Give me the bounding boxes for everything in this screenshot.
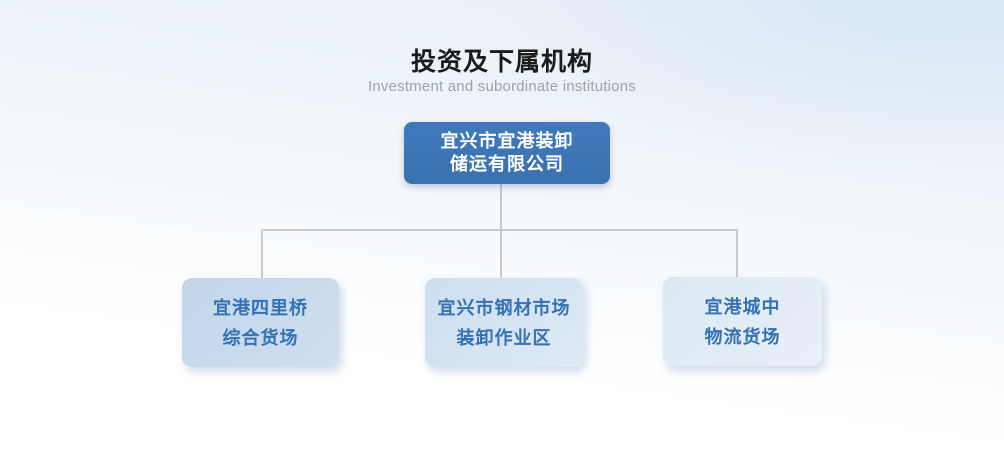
connector-root-stem: [500, 184, 502, 230]
org-node-child-1: 宜港四里桥 综合货场: [182, 278, 339, 367]
org-node-root-label-line2: 储运有限公司: [450, 154, 564, 174]
org-node-root: 宜兴市宜港装卸 储运有限公司: [404, 122, 610, 184]
org-node-child-3-label-line2: 物流货场: [704, 326, 781, 347]
page-title: 投资及下属机构: [410, 48, 593, 76]
org-node-child-2-label-line2: 装卸作业区: [456, 327, 552, 348]
page-subtitle: Investment and subordinate institutions: [368, 78, 636, 95]
org-node-child-2-label-line1: 宜兴市钢材市场: [437, 297, 571, 318]
org-node-root-label-line1: 宜兴市宜港装卸: [440, 131, 574, 151]
org-node-child-2: 宜兴市钢材市场 装卸作业区: [425, 278, 583, 367]
org-node-child-3-label-line1: 宜港城中: [704, 296, 781, 317]
org-node-child-3: 宜港城中 物流货场: [663, 277, 822, 366]
org-node-child-1-label-line1: 宜港四里桥: [213, 297, 308, 318]
connector-horizontal: [261, 229, 738, 231]
connector-stub-child-1: [261, 229, 263, 278]
connector-stub-child-3: [736, 229, 738, 277]
connector-stub-child-2: [500, 229, 502, 278]
org-node-child-1-label-line2: 综合货场: [222, 327, 299, 348]
